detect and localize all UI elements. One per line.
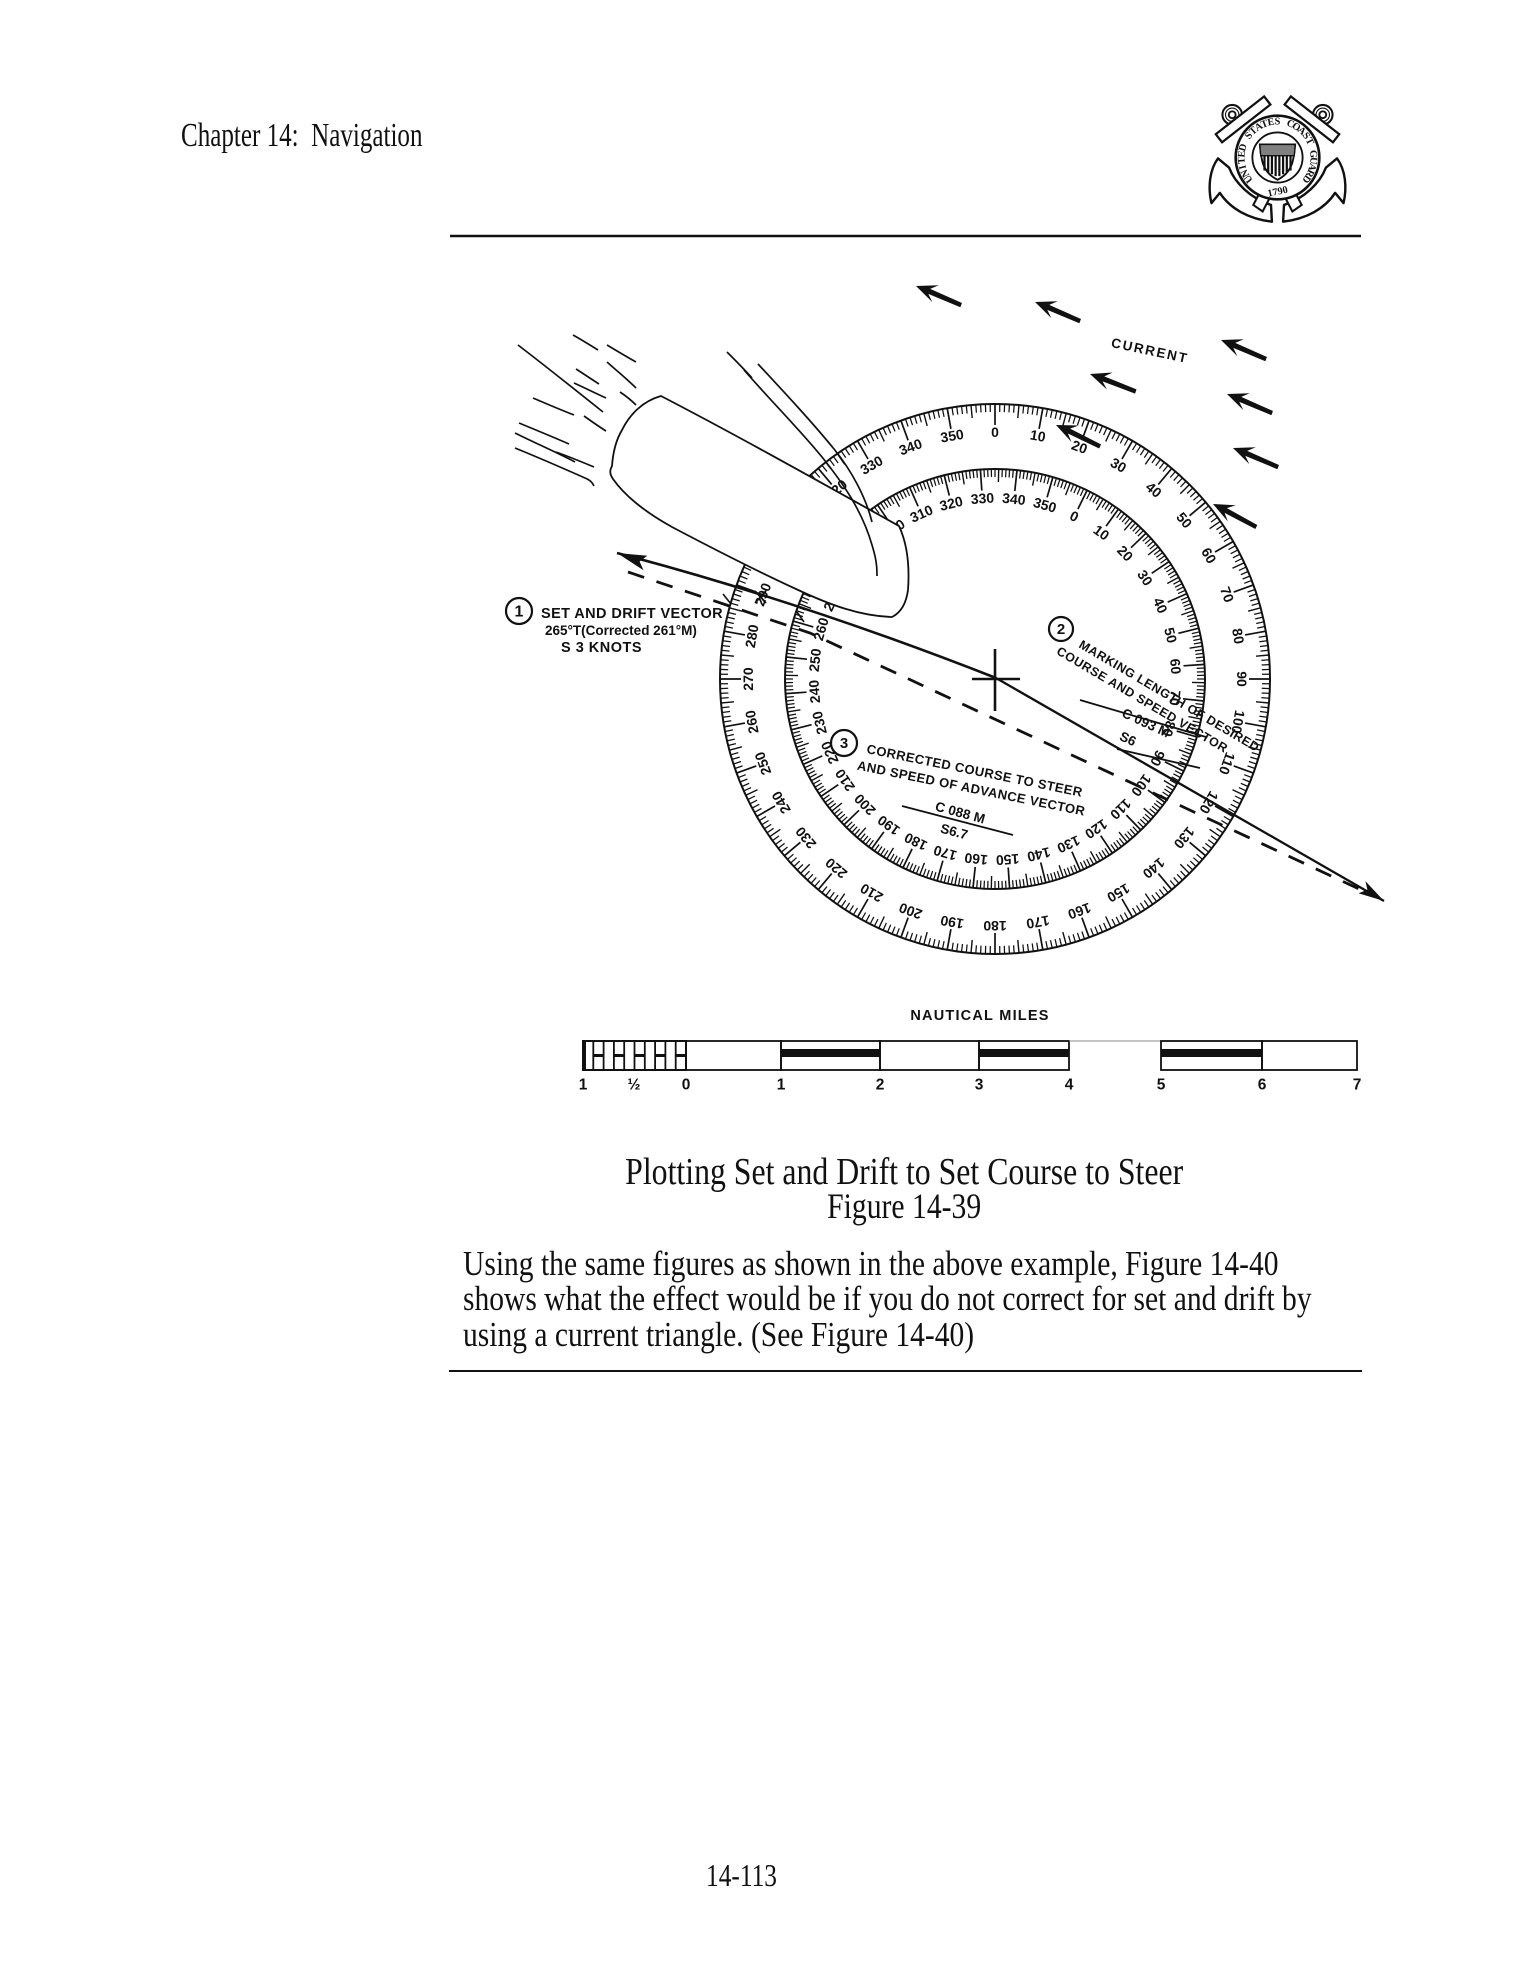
svg-text:60: 60 — [1198, 545, 1220, 567]
svg-text:1: 1 — [579, 1077, 588, 1094]
svg-text:270: 270 — [740, 667, 756, 691]
svg-text:160: 160 — [1066, 900, 1094, 923]
svg-text:350: 350 — [1031, 494, 1058, 516]
svg-text:220: 220 — [822, 855, 850, 882]
svg-text:10: 10 — [1029, 426, 1047, 444]
svg-text:350: 350 — [939, 426, 965, 446]
svg-text:E: E — [1236, 150, 1248, 158]
svg-text:240: 240 — [805, 679, 823, 704]
svg-text:1: 1 — [515, 603, 524, 620]
svg-text:140: 140 — [1140, 855, 1168, 882]
svg-text:SET AND DRIFT VECTOR: SET AND DRIFT VECTOR — [541, 606, 723, 622]
svg-text:S: S — [1243, 130, 1255, 141]
svg-text:S6.7: S6.7 — [939, 821, 970, 843]
svg-text:CURRENT: CURRENT — [1110, 335, 1190, 366]
svg-text:250: 250 — [751, 750, 774, 778]
svg-text:T: T — [1260, 118, 1270, 131]
svg-text:S: S — [1275, 116, 1281, 127]
svg-text:E: E — [1267, 117, 1276, 129]
svg-text:130: 130 — [1171, 824, 1198, 852]
svg-text:40: 40 — [1143, 479, 1165, 501]
svg-text:180: 180 — [901, 829, 929, 854]
svg-text:170: 170 — [931, 842, 958, 864]
svg-text:230: 230 — [809, 709, 830, 736]
svg-text:3: 3 — [975, 1077, 984, 1094]
svg-text:210: 210 — [857, 880, 885, 906]
svg-text:I: I — [1237, 164, 1249, 171]
svg-text:A: A — [1305, 162, 1318, 173]
svg-text:0: 0 — [1067, 507, 1081, 525]
svg-text:320: 320 — [938, 493, 965, 514]
svg-text:100: 100 — [1228, 709, 1248, 735]
svg-text:340: 340 — [1001, 490, 1026, 508]
svg-text:6: 6 — [1258, 1077, 1267, 1094]
svg-text:60: 60 — [1167, 658, 1184, 675]
svg-text:S 3 KNOTS: S 3 KNOTS — [561, 640, 642, 656]
svg-text:30: 30 — [1134, 567, 1156, 589]
svg-text:U: U — [1307, 156, 1319, 165]
svg-text:0: 0 — [991, 424, 999, 440]
svg-text:150: 150 — [1104, 880, 1132, 906]
svg-text:240: 240 — [768, 788, 794, 816]
svg-text:280: 280 — [742, 623, 762, 649]
svg-text:70: 70 — [1166, 689, 1184, 706]
svg-text:50: 50 — [1173, 509, 1195, 531]
svg-text:140: 140 — [1025, 844, 1052, 865]
svg-text:T: T — [1236, 157, 1248, 165]
svg-text:5: 5 — [1157, 1077, 1166, 1094]
svg-text:70: 70 — [1217, 584, 1237, 604]
svg-text:180: 180 — [983, 918, 1007, 934]
svg-text:S6: S6 — [1117, 729, 1139, 750]
svg-text:330: 330 — [970, 489, 995, 507]
svg-text:C: C — [1285, 118, 1296, 131]
svg-text:110: 110 — [1216, 750, 1239, 777]
svg-text:50: 50 — [1161, 626, 1180, 645]
svg-text:260: 260 — [810, 615, 832, 642]
svg-text:4: 4 — [1065, 1077, 1074, 1094]
svg-text:160: 160 — [963, 850, 988, 868]
svg-text:120: 120 — [1082, 816, 1110, 842]
svg-text:NAUTICAL MILES: NAUTICAL MILES — [910, 1008, 1049, 1024]
svg-text:D: D — [1237, 143, 1250, 153]
svg-text:230: 230 — [792, 824, 819, 852]
svg-text:100: 100 — [1128, 771, 1155, 799]
svg-text:1: 1 — [777, 1077, 786, 1094]
svg-text:80: 80 — [1229, 627, 1247, 645]
svg-text:190: 190 — [939, 912, 965, 932]
svg-text:250: 250 — [806, 647, 824, 672]
svg-text:30: 30 — [1108, 454, 1130, 476]
svg-text:2: 2 — [1057, 621, 1065, 638]
svg-text:170: 170 — [1025, 912, 1051, 932]
svg-text:90: 90 — [1234, 671, 1250, 687]
svg-text:130: 130 — [1055, 832, 1083, 856]
svg-text:½: ½ — [628, 1077, 641, 1094]
svg-text:7: 7 — [1353, 1077, 1362, 1094]
svg-text:190: 190 — [874, 812, 902, 839]
svg-text:1790: 1790 — [1267, 185, 1289, 200]
svg-text:10: 10 — [1090, 521, 1112, 543]
svg-text:120: 120 — [1196, 788, 1222, 816]
svg-text:T: T — [1303, 136, 1316, 147]
svg-text:200: 200 — [897, 900, 925, 923]
svg-text:S: S — [1300, 130, 1312, 141]
svg-text:310: 310 — [907, 501, 935, 525]
svg-text:40: 40 — [1150, 595, 1171, 616]
svg-text:340: 340 — [897, 435, 925, 458]
svg-text:265°T(Corrected 261°M): 265°T(Corrected 261°M) — [545, 623, 697, 638]
svg-text:2: 2 — [876, 1077, 885, 1094]
svg-text:0: 0 — [682, 1077, 691, 1094]
svg-text:3: 3 — [840, 735, 848, 752]
svg-text:210: 210 — [832, 766, 858, 794]
svg-text:G: G — [1307, 150, 1319, 159]
svg-text:20: 20 — [1069, 437, 1089, 457]
svg-text:330: 330 — [857, 452, 885, 478]
svg-text:260: 260 — [742, 709, 762, 735]
svg-text:150: 150 — [995, 851, 1020, 869]
